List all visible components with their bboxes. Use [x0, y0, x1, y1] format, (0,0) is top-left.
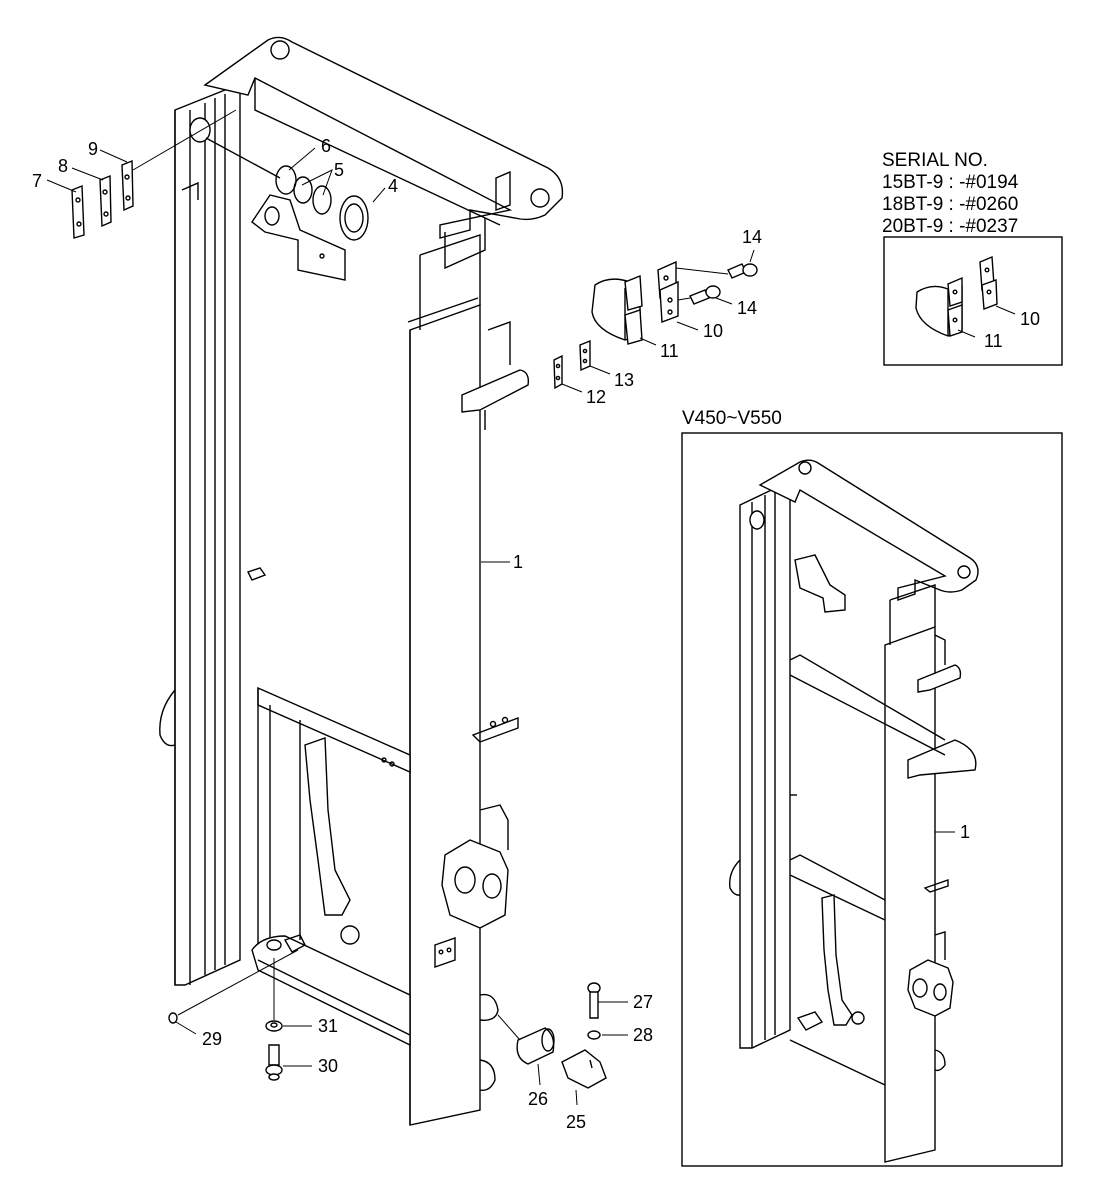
serial-subassembly: [883, 236, 1063, 366]
callout-13: 13: [614, 370, 634, 390]
plates-7-8-9: [71, 109, 237, 239]
callout-inset-1: 1: [960, 822, 970, 842]
main-mast-frame: [159, 36, 564, 1126]
serial-line-15bt: 15BT-9 : -#0194: [882, 172, 1019, 193]
callout-9: 9: [88, 139, 98, 159]
callout-14-lower: 14: [737, 298, 757, 318]
callout-4: 4: [388, 176, 398, 196]
callout-29: 29: [202, 1029, 222, 1049]
callout-1: 1: [513, 552, 523, 572]
inset-variant-mast: [681, 432, 1063, 1167]
callout-30: 30: [318, 1056, 338, 1076]
callout-sub-11: 11: [984, 331, 1003, 351]
bearing-shims-group: [189, 117, 511, 281]
callout-26: 26: [528, 1089, 548, 1109]
clamp-parts: [553, 260, 758, 390]
inset-title: V450~V550: [682, 408, 782, 429]
callout-8: 8: [58, 156, 68, 176]
callout-12: 12: [586, 387, 606, 407]
callout-labels: 1 4 5 6 7 8 9 10 11 12 13 14 14 25 26 27…: [32, 136, 1040, 1132]
callout-11: 11: [660, 341, 679, 361]
serial-text: SERIAL NO. 15BT-9 : -#0194 18BT-9 : -#02…: [882, 150, 1019, 237]
callout-25: 25: [566, 1112, 586, 1132]
leader-lines: [46, 147, 755, 1106]
callout-5: 5: [334, 160, 344, 180]
serial-line-18bt: 18BT-9 : -#0260: [882, 194, 1018, 215]
serial-line-20bt: 20BT-9 : -#0237: [882, 216, 1018, 237]
serial-title: SERIAL NO.: [882, 150, 988, 171]
lower-small-parts: [168, 949, 607, 1089]
callout-31: 31: [318, 1016, 338, 1036]
callout-6: 6: [321, 136, 331, 156]
callout-14-upper: 14: [742, 227, 762, 247]
callout-10: 10: [703, 321, 723, 341]
callout-27: 27: [633, 992, 653, 1012]
callout-7: 7: [32, 171, 42, 191]
callout-sub-10: 10: [1020, 309, 1040, 329]
callout-28: 28: [633, 1025, 653, 1045]
